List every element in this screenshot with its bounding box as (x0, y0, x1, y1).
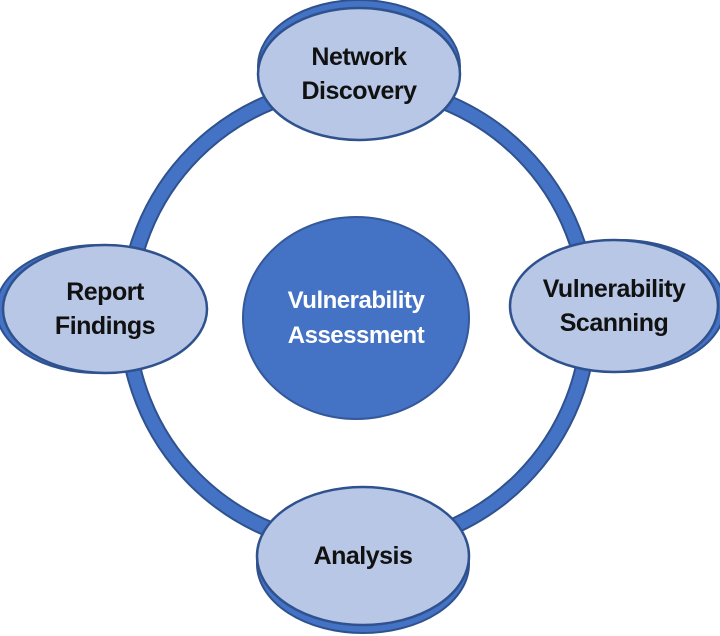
center-label-vulnerability-assessment: Vulnerability Assessment (287, 287, 425, 349)
node-label-network-discovery: Network Discovery (301, 43, 417, 105)
node-ellipse-analysis (255, 485, 471, 627)
node-ellipse-report-findings (1, 243, 209, 375)
node-label-analysis: Analysis (313, 542, 413, 570)
node-label-vulnerability-scanning: Vulnerability Scanning (542, 275, 686, 337)
node-label-report-findings: Report Findings (54, 278, 156, 340)
node-ellipse-network-discovery (256, 6, 462, 142)
center-ellipse-vulnerability-assessment (242, 216, 470, 420)
node-ellipse-vulnerability-scanning (508, 238, 720, 374)
